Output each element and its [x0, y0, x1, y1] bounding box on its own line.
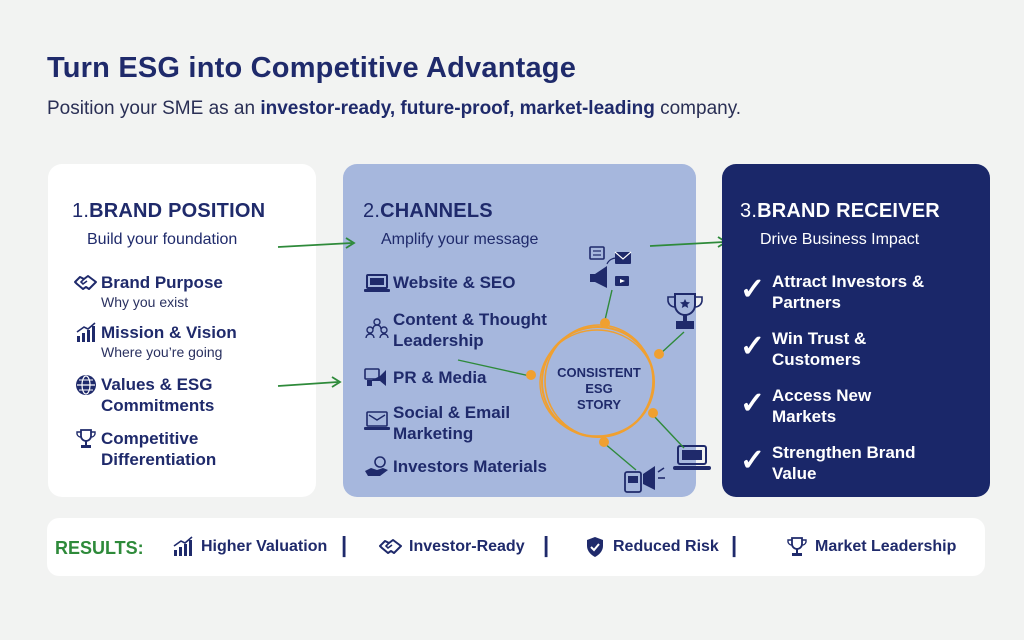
campaign-illustration-icon — [589, 246, 632, 288]
receiver-item-investors: ✓ Attract Investors & Partners — [740, 272, 925, 312]
channel-pr-media: PR & Media — [363, 367, 487, 389]
check-icon: ✓ — [740, 273, 766, 306]
result-investor-ready: Investor-Ready — [379, 536, 525, 558]
channel-content-thought: Content & Thought Leadership — [363, 309, 573, 351]
competitive-differentiation-item: Competitive Differentiation — [74, 428, 241, 470]
laptop-icon — [363, 272, 391, 294]
results-divider: | — [543, 532, 550, 557]
channels-card: 2.CHANNELS Amplify your message Website … — [343, 164, 711, 497]
page-title: Turn ESG into Competitive Advantage — [47, 52, 577, 84]
shield-hand-icon — [583, 536, 607, 558]
results-divider: | — [731, 532, 738, 557]
globe-icon — [74, 374, 98, 396]
megaphone-icon — [363, 367, 391, 389]
receiver-item-brand-value: ✓ Strengthen Brand Value — [740, 443, 916, 483]
channel-website-seo: Website & SEO — [363, 272, 516, 294]
laptop-illustration-icon — [673, 445, 711, 470]
page-subtitle: Position your SME as an investor-ready, … — [47, 98, 742, 119]
check-icon: ✓ — [740, 387, 766, 420]
result-market-leadership: Market Leadership — [785, 536, 956, 558]
receiver-item-markets: ✓ Access New Markets — [740, 386, 872, 426]
growth-chart-icon — [74, 322, 98, 344]
result-reduced-risk: Reduced Risk — [583, 536, 719, 558]
esg-story-label: CONSISTENT ESG STORY — [557, 365, 641, 412]
brand-receiver-card: 3.BRAND RECEIVER Drive Business Impact ✓… — [722, 164, 990, 497]
handshake-icon — [74, 272, 98, 294]
brand-receiver-subtitle: Drive Business Impact — [760, 231, 920, 248]
values-esg-item: Values & ESG Commitments — [74, 374, 241, 416]
trophy-icon — [74, 428, 98, 450]
check-icon: ✓ — [740, 330, 766, 363]
people-network-icon — [363, 317, 391, 339]
channel-social-email: Social & Email Marketing — [363, 402, 573, 444]
result-higher-valuation: Higher Valuation — [171, 536, 327, 558]
channel-investors-materials: Investors Materials — [363, 456, 547, 478]
brand-position-subtitle: Build your foundation — [87, 231, 238, 248]
brand-position-heading: 1.BRAND POSITION — [72, 200, 266, 222]
handshake-icon — [379, 536, 403, 558]
results-divider: | — [341, 532, 348, 557]
check-icon: ✓ — [740, 444, 766, 477]
award-trophy-icon — [667, 293, 703, 329]
email-icon — [363, 410, 391, 432]
channels-heading: 2.CHANNELS — [363, 200, 493, 222]
esg-story-circle — [526, 318, 664, 447]
brand-position-card: 1.BRAND POSITION Build your foundation B… — [48, 164, 316, 497]
growth-chart-icon — [171, 536, 195, 558]
trophy-icon — [785, 536, 809, 558]
results-label: RESULTS: — [55, 538, 144, 558]
channels-subtitle: Amplify your message — [381, 231, 539, 248]
brand-receiver-heading: 3.BRAND RECEIVER — [740, 200, 940, 222]
receiver-item-trust: ✓ Win Trust & Customers — [740, 329, 867, 369]
investor-hand-icon — [363, 456, 391, 478]
results-bar: RESULTS: Higher Valuation | Investor-Rea… — [47, 518, 985, 576]
media-screen-icon — [624, 466, 665, 493]
